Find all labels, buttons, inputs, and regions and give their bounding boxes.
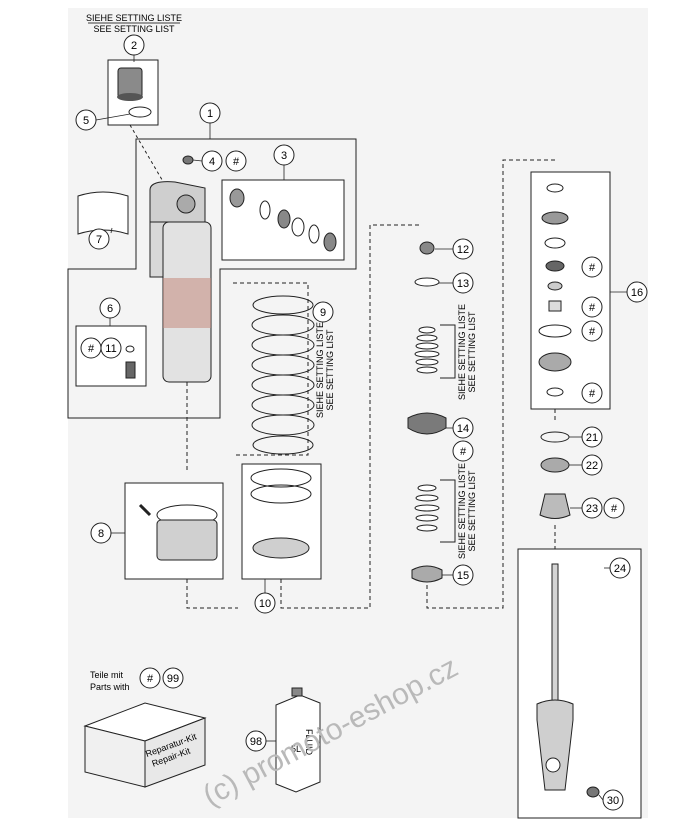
piston-box — [530, 171, 611, 410]
piston-rod — [551, 563, 559, 705]
svg-text:22: 22 — [586, 460, 598, 472]
legend-line2: Parts with — [90, 682, 130, 692]
callout-4-hash — [225, 150, 247, 172]
svg-text:21: 21 — [586, 432, 598, 444]
svg-text:5L: 5L — [291, 744, 301, 754]
valve — [125, 361, 136, 379]
leader-lines — [95, 55, 627, 801]
svg-text:99: 99 — [167, 673, 179, 685]
svg-text:3: 3 — [281, 150, 287, 162]
svg-text:30: 30 — [607, 795, 619, 807]
svg-text:8: 8 — [98, 528, 104, 540]
fluid-can: FLUID 5L — [275, 687, 321, 793]
valve-seal — [125, 345, 135, 353]
seat-ring-2 — [250, 484, 312, 504]
svg-text:SIEHE SETTING LISTE: SIEHE SETTING LISTE — [315, 322, 325, 418]
bushing-parts — [229, 188, 337, 252]
svg-text:#: # — [589, 326, 596, 338]
svg-text:SIEHE SETTING LISTE: SIEHE SETTING LISTE — [457, 463, 467, 559]
svg-text:10: 10 — [259, 598, 271, 610]
callout-numbers: 2 5 1 4 # 3 7 6 # 11 9 8 10 12 13 14 # 1… — [83, 40, 643, 807]
svg-text:4: 4 — [209, 156, 215, 168]
shock-eye — [176, 194, 196, 214]
o-ring-5 — [128, 106, 152, 118]
preload-screw — [138, 503, 152, 517]
svg-text:SEE SETTING LIST: SEE SETTING LIST — [467, 311, 477, 393]
middle-setting-bracket-1: SIEHE SETTING LISTE SEE SETTING LIST — [440, 304, 477, 400]
svg-text:15: 15 — [457, 570, 469, 582]
adjuster-leader — [129, 124, 169, 191]
svg-text:98: 98 — [250, 736, 262, 748]
callout-99 — [162, 667, 184, 689]
svg-text:#: # — [611, 503, 618, 515]
svg-text:12: 12 — [457, 244, 469, 256]
svg-text:14: 14 — [457, 423, 469, 435]
svg-text:SEE SETTING LIST: SEE SETTING LIST — [325, 329, 335, 411]
middle-parts — [407, 241, 447, 583]
shock-group-frame — [67, 138, 357, 419]
svg-text:#: # — [233, 156, 240, 168]
bumper-23 — [539, 493, 571, 519]
repair-kit-box: Reparatur-Kit Repair-Kit — [83, 702, 207, 788]
svg-text:#: # — [460, 446, 467, 458]
svg-text:16: 16 — [631, 287, 643, 299]
grease-nipple-30 — [586, 786, 600, 798]
callout-16-hash-b — [581, 296, 603, 318]
piston-parts — [538, 183, 572, 397]
svg-text:7: 7 — [96, 234, 102, 246]
preload-adjuster — [156, 519, 218, 561]
setting-list-header-en: SEE SETTING LIST — [93, 24, 175, 34]
svg-text:2: 2 — [131, 40, 137, 52]
svg-text:11: 11 — [105, 343, 116, 355]
rod-eye-hole — [545, 757, 561, 773]
spring-setting-label: SIEHE SETTING LISTE SEE SETTING LIST — [315, 322, 335, 418]
svg-text:6: 6 — [107, 303, 113, 315]
callout-14-hash — [452, 440, 474, 462]
svg-text:1: 1 — [207, 108, 213, 120]
svg-text:#: # — [589, 262, 596, 274]
middle-setting-bracket-2: SIEHE SETTING LISTE SEE SETTING LIST — [440, 463, 477, 559]
callout-23-hash — [603, 497, 625, 519]
spring-seat — [252, 537, 310, 559]
svg-text:5: 5 — [83, 115, 89, 127]
spring-9 — [251, 295, 315, 455]
routing-lines — [186, 159, 556, 609]
svg-text:SEE SETTING LIST: SEE SETTING LIST — [467, 470, 477, 552]
spring-seat-box — [241, 463, 322, 580]
heat-shield — [77, 191, 129, 235]
nut-4 — [182, 155, 194, 165]
callout-16-hash-d — [581, 382, 603, 404]
svg-text:#: # — [88, 343, 95, 355]
adjuster-knob-base — [117, 93, 143, 101]
piston-rod-box — [517, 548, 642, 819]
callout-legend-hash — [139, 667, 161, 689]
svg-text:FLUID: FLUID — [304, 729, 314, 756]
spring-leader — [233, 282, 309, 456]
callout-9 — [312, 301, 334, 323]
setting-list-header-de: SIEHE SETTING LISTE — [86, 13, 182, 23]
seat-ring-1 — [250, 468, 312, 488]
svg-text:9: 9 — [320, 307, 326, 319]
svg-text:#: # — [147, 673, 154, 685]
svg-text:SIEHE SETTING LISTE: SIEHE SETTING LISTE — [457, 304, 467, 400]
svg-text:#: # — [589, 302, 596, 314]
callout-16-hash-a — [581, 256, 603, 278]
callout-16-hash-c — [581, 320, 603, 342]
callouts — [75, 34, 648, 811]
svg-text:24: 24 — [614, 563, 626, 575]
callout-7 — [88, 228, 110, 250]
seal-22 — [540, 457, 570, 473]
svg-text:13: 13 — [457, 278, 469, 290]
callout-11 — [100, 337, 122, 359]
svg-text:23: 23 — [586, 503, 598, 515]
svg-text:#: # — [589, 388, 596, 400]
legend-line1: Teile mit — [90, 670, 124, 680]
shock-thread — [163, 278, 211, 328]
